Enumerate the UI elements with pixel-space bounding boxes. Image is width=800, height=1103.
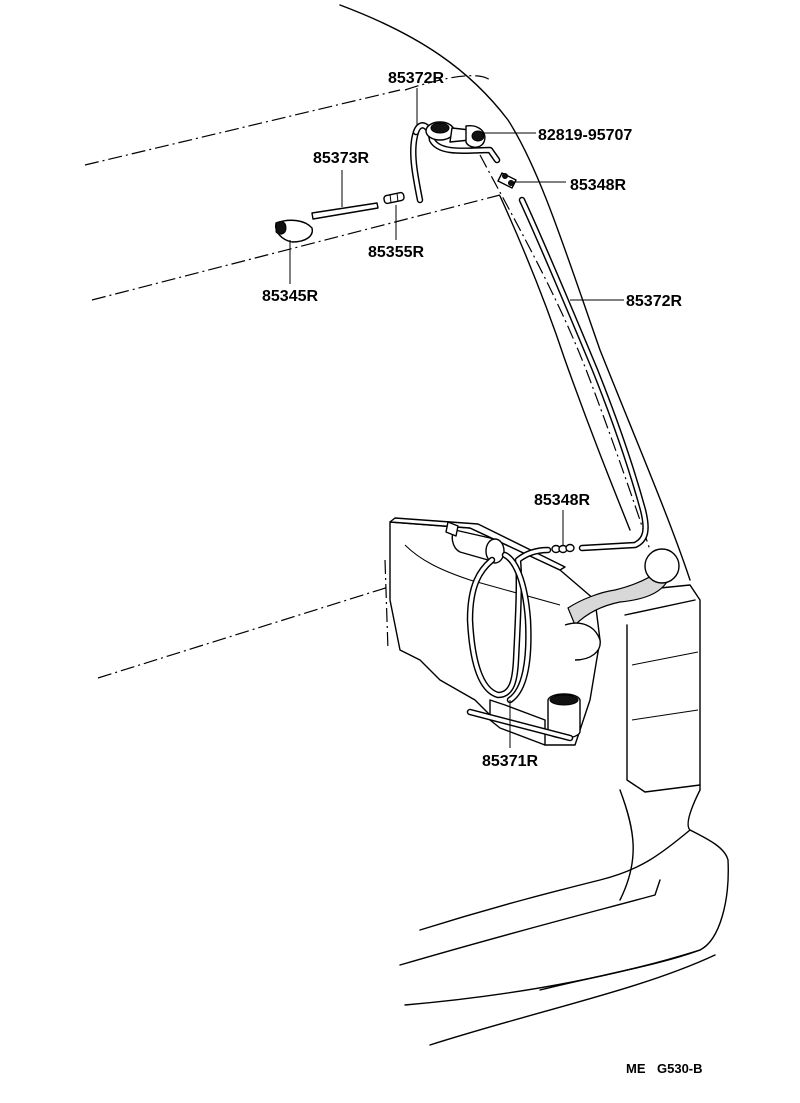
code-right: G530-B (657, 1061, 703, 1076)
label-joint-upper: 85348R (570, 177, 626, 194)
part-labels: 85372R 82819-95707 85348R 85373R 85355R … (262, 70, 682, 770)
label-joint-small: 85355R (368, 244, 424, 261)
diagram-code: ME G530-B (626, 1061, 703, 1076)
upper-washer-hose (410, 122, 501, 204)
label-tube-short: 85373R (313, 150, 369, 167)
leader-lines (289, 88, 624, 748)
vehicle-body-outline (84, 4, 729, 1046)
washer-nozzle (275, 219, 313, 243)
label-hose-tank: 85371R (482, 753, 538, 770)
short-tube (311, 202, 379, 220)
code-left: ME (626, 1061, 646, 1076)
label-hose-upper: 85372R (388, 70, 444, 87)
label-check-valve: 82819-95707 (538, 127, 632, 144)
upper-hose-joint (497, 172, 517, 189)
vertical-washer-hose (518, 196, 649, 552)
tank-washer-hose (466, 546, 552, 704)
washer-tank (384, 517, 680, 746)
label-nozzle: 85345R (262, 288, 318, 305)
check-valve (425, 121, 486, 148)
label-joint-lower: 85348R (534, 492, 590, 509)
small-joint (383, 191, 405, 205)
lower-hose-joint (551, 543, 575, 554)
label-hose-vertical: 85372R (626, 293, 682, 310)
